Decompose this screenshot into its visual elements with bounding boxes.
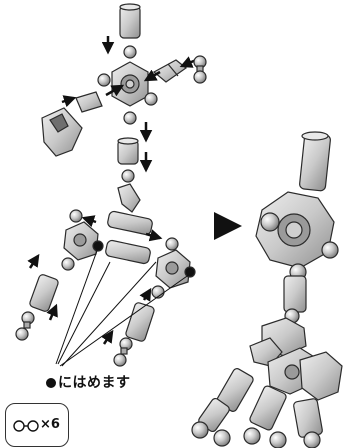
arrow-in-1 (105, 84, 125, 97)
hip-plate-upper (107, 210, 153, 236)
right-thigh-part (125, 302, 155, 342)
left-hip-joint-part (63, 221, 99, 261)
arrow-up-4 (101, 329, 114, 345)
ball-joint (123, 45, 137, 59)
parts-count-label: ×6 (40, 417, 60, 432)
right-shoulder-part (152, 59, 188, 83)
assembled-right-leg (243, 351, 343, 448)
arrow-in-5 (81, 215, 97, 228)
right-triangle-icon (214, 212, 242, 240)
hip-plate-lower (105, 239, 151, 265)
assembled-view (191, 131, 343, 448)
ball-joint (69, 209, 83, 223)
caption-text: にはめます (46, 372, 186, 392)
ball-joint (165, 237, 179, 251)
ball-joint (97, 73, 111, 87)
ball-joint (121, 169, 135, 183)
assembled-upper-arm (299, 131, 331, 192)
assembled-hip (249, 317, 307, 367)
left-thigh-part (29, 274, 59, 312)
left-shoulder-part (75, 91, 103, 113)
waist-part (117, 183, 141, 213)
arrow-up-2 (46, 303, 58, 321)
exploded-view (15, 3, 207, 367)
arrow-up-3 (139, 287, 152, 302)
double-ring-joint-icon (13, 420, 39, 432)
black-dot-icon (46, 378, 56, 388)
assembled-shoulder-hub (255, 191, 339, 269)
top-cylinder-part (119, 3, 141, 39)
hand-part (41, 107, 83, 157)
arrow-up-1 (27, 253, 40, 269)
dumbbell-joint-part (113, 337, 133, 367)
dumbbell-joint-part (193, 55, 207, 84)
black-dot-icon (92, 240, 104, 252)
right-hip-joint-part (155, 249, 191, 289)
arrow-in-4 (61, 95, 77, 108)
dumbbell-joint-part (15, 311, 35, 341)
assembled-forearm (283, 275, 307, 313)
ball-joint (61, 257, 75, 271)
caption-label: にはめます (58, 375, 131, 391)
arrow-in-6 (145, 229, 163, 242)
ball-joint (144, 92, 158, 106)
spine-cylinder-part (117, 137, 139, 165)
leader-lines (55, 247, 191, 367)
arrow-in-2 (143, 69, 161, 82)
black-dot-icon (184, 266, 196, 278)
parts-count-box: ×6 (5, 403, 69, 447)
ball-joint (123, 111, 137, 125)
torso-hub-part (111, 61, 149, 107)
